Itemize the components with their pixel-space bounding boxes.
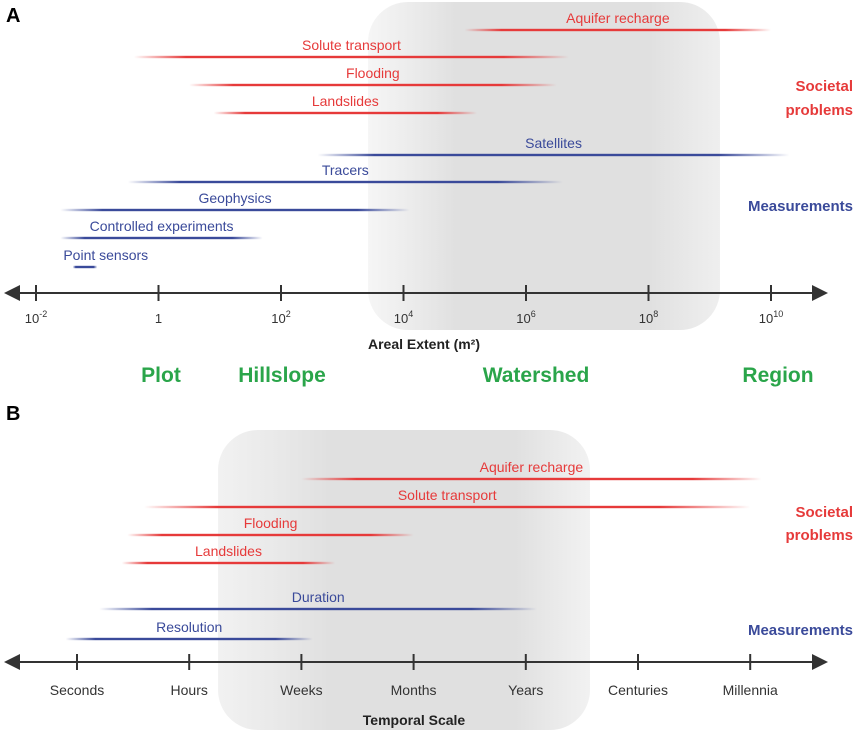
societal-bar-label: Flooding [346, 65, 400, 81]
measurement-bar-label: Resolution [156, 619, 222, 635]
measurements-label-a: Measurements [748, 198, 853, 215]
panel-b-label: B [6, 403, 20, 425]
societal-label-b-line1: Societal [795, 504, 853, 521]
societal-bar-label: Landslides [312, 93, 379, 109]
panel-a-axis: 10-2 1 102 104 106 108 1010 [4, 285, 828, 326]
tick-label: Hours [171, 682, 208, 698]
societal-bar [127, 533, 414, 537]
tick-label: 108 [639, 309, 658, 326]
measurement-bar [65, 637, 313, 641]
tick-label: Weeks [280, 682, 323, 698]
societal-bar-label: Solute transport [398, 487, 497, 503]
measurement-bar-label: Duration [292, 589, 345, 605]
watershed-shade-a [368, 2, 720, 330]
societal-label-a-line1: Societal [795, 78, 853, 95]
tick-label: Years [508, 682, 543, 698]
measurements-label-b: Measurements [748, 622, 853, 639]
societal-bar [144, 505, 751, 509]
measurement-bar-label: Geophysics [198, 190, 271, 206]
tick-label: 10-2 [25, 309, 47, 326]
societal-label-b-line2: problems [785, 527, 853, 544]
panel-b-axis: Seconds Hours Weeks Months Years Centuries Mil… [4, 654, 828, 698]
measurement-bar-label: Point sensors [63, 247, 148, 263]
measurement-bar [99, 607, 538, 611]
tick-label: Months [391, 682, 437, 698]
tick-label: 1010 [759, 309, 783, 326]
societal-bar [121, 561, 336, 565]
tick-label: Millennia [723, 682, 778, 698]
scale-plot: Plot [141, 364, 181, 387]
panel-a-label: A [6, 5, 20, 27]
axis-arrow-right-icon [812, 654, 828, 670]
tick-label: Centuries [608, 682, 668, 698]
measurement-bar [60, 208, 410, 212]
scale-region: Region [742, 364, 813, 387]
measurement-bar-label: Controlled experiments [90, 218, 234, 234]
scale-names: Plot Hillslope Watershed Region [141, 364, 813, 387]
tick-label: 106 [516, 309, 535, 326]
societal-bar-label: Solute transport [302, 37, 401, 53]
scale-watershed: Watershed [483, 364, 590, 387]
measurement-bar [127, 180, 563, 184]
societal-bar [189, 83, 557, 87]
societal-bar [213, 111, 477, 115]
axis-arrow-left-icon [4, 285, 20, 301]
tick-label: 104 [394, 309, 413, 326]
societal-bar-label: Landslides [195, 543, 262, 559]
scale-hillslope: Hillslope [238, 364, 326, 387]
tick-label: Seconds [50, 682, 104, 698]
societal-bar [464, 28, 771, 32]
societal-label-a-line2: problems [785, 102, 853, 119]
tick-label: 1 [155, 311, 162, 326]
axis-arrow-left-icon [4, 654, 20, 670]
timescale-shade-b [218, 430, 590, 730]
axis-title-a: Areal Extent (m²) [368, 336, 480, 352]
measurement-bar [317, 153, 790, 157]
measurement-bar [72, 265, 98, 269]
societal-bar-label: Aquifer recharge [566, 10, 670, 26]
axis-title-b: Temporal Scale [363, 712, 466, 728]
societal-bar [134, 55, 569, 59]
societal-bar-label: Flooding [244, 515, 298, 531]
tick-label: 102 [271, 309, 290, 326]
societal-bar [301, 477, 762, 481]
axis-arrow-right-icon [812, 285, 828, 301]
measurement-bar [60, 236, 263, 240]
measurement-bar-label: Satellites [525, 135, 582, 151]
measurement-bar-label: Tracers [322, 162, 369, 178]
societal-bar-label: Aquifer recharge [480, 459, 584, 475]
